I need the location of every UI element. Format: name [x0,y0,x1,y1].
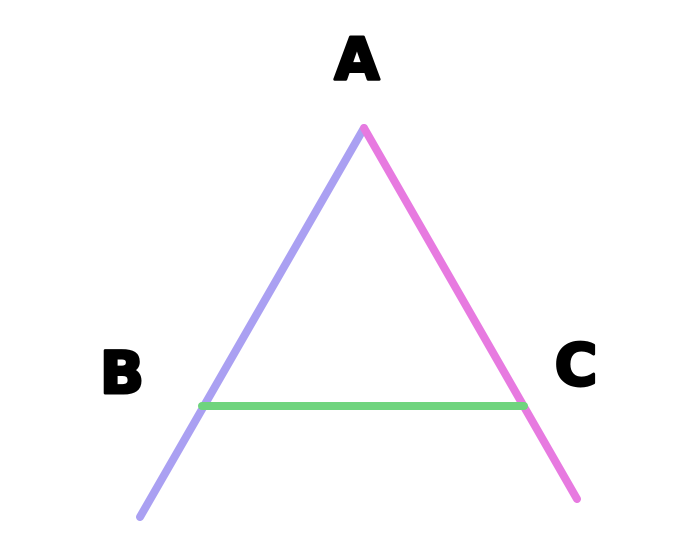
vertex-label-c: C [555,331,598,399]
line-ab [136,124,368,521]
vertex-label-a: A [335,25,380,93]
line-ac [360,124,581,503]
vertex-label-b: B [100,339,144,407]
